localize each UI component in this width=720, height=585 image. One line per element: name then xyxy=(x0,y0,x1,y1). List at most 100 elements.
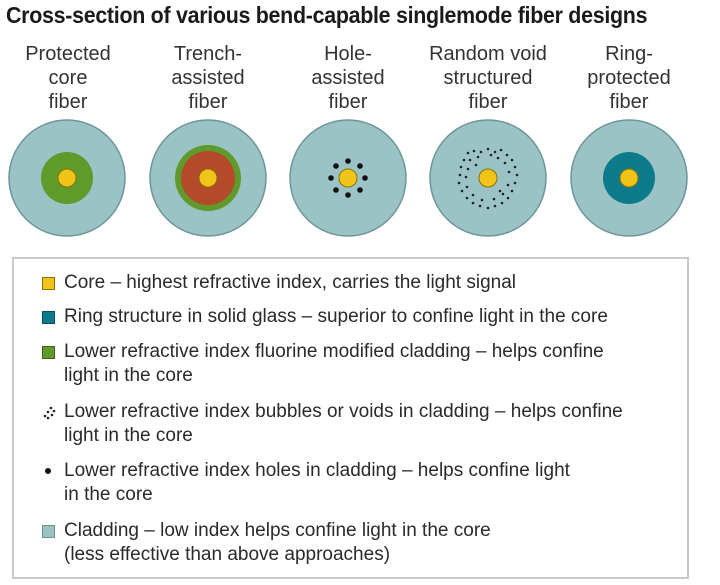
cladding-swatch-icon xyxy=(42,525,55,538)
void xyxy=(486,206,490,210)
void xyxy=(471,201,475,205)
void xyxy=(476,155,480,159)
fiber-label-line: Protected xyxy=(25,43,111,65)
fiber-label-line: fiber xyxy=(468,91,508,113)
fiber-label-line: Ring- xyxy=(605,43,653,65)
legend-text: Lower refractive index holes in cladding… xyxy=(64,460,570,481)
void xyxy=(468,158,472,162)
void xyxy=(513,165,517,169)
air-hole xyxy=(345,192,351,198)
void xyxy=(472,149,476,153)
void xyxy=(486,147,490,151)
void xyxy=(510,158,514,162)
void xyxy=(493,204,497,208)
void xyxy=(457,181,461,185)
core xyxy=(619,168,639,188)
void xyxy=(496,156,500,160)
air-holes xyxy=(328,158,368,198)
void xyxy=(513,181,517,185)
void xyxy=(506,196,510,200)
legend-text: Ring structure in solid glass – superior… xyxy=(64,306,608,327)
fiber-label-line: Hole- xyxy=(324,43,372,65)
void xyxy=(500,201,504,205)
core-swatch-icon xyxy=(42,277,55,290)
air-hole xyxy=(333,163,339,169)
core xyxy=(478,168,498,188)
void xyxy=(478,204,482,208)
void xyxy=(471,193,475,197)
fiber-trench-assisted xyxy=(149,119,267,237)
fiber-label-line: Trench- xyxy=(173,43,243,65)
fiber-label-line: assisted xyxy=(171,67,245,89)
fiber-label-hole-assisted: Hole- assisted fiber xyxy=(278,42,418,114)
void xyxy=(507,170,511,174)
void xyxy=(498,189,502,193)
void xyxy=(480,198,484,202)
void xyxy=(466,151,470,155)
fiber-label-line: structured xyxy=(443,67,533,89)
void xyxy=(515,173,519,177)
air-hole xyxy=(362,175,368,181)
fiber-cross-sections xyxy=(8,119,688,237)
void xyxy=(505,153,509,157)
legend-item-voids: Lower refractive index bubbles or voids … xyxy=(42,400,623,448)
void xyxy=(501,192,505,196)
void xyxy=(462,158,466,162)
fluorine-swatch-icon xyxy=(42,346,55,359)
air-hole xyxy=(357,187,363,193)
legend-item-cladding: Cladding – low index helps confine light… xyxy=(42,519,491,567)
void xyxy=(493,150,497,154)
void xyxy=(464,175,468,179)
legend-text: light in the core xyxy=(64,425,193,446)
legend-text: (less effective than above approaches) xyxy=(64,544,391,565)
ring-swatch-icon xyxy=(42,311,55,324)
air-hole xyxy=(357,163,363,169)
air-hole xyxy=(345,158,351,164)
fiber-label-line: fiber xyxy=(328,91,368,113)
void xyxy=(510,189,514,193)
diagram-title: Cross-section of various bend-capable si… xyxy=(6,2,648,28)
core xyxy=(198,168,218,188)
void xyxy=(506,183,510,187)
fiber-label-line: core xyxy=(48,67,88,89)
fiber-protected-core xyxy=(8,119,126,237)
air-hole xyxy=(328,175,334,181)
legend-text: Lower refractive index fluorine modified… xyxy=(64,341,604,362)
void xyxy=(479,150,483,154)
legend-item-ring: Ring structure in solid glass – superior… xyxy=(42,305,608,329)
legend-text: Lower refractive index bubbles or voids … xyxy=(64,401,623,422)
fiber-label-random-void: Random void structured fiber xyxy=(418,42,558,114)
void xyxy=(503,161,507,165)
core xyxy=(338,168,358,188)
void xyxy=(492,197,496,201)
void xyxy=(465,185,469,189)
legend-item-core: Core – highest refractive index, carries… xyxy=(42,271,516,295)
fiber-ring-protected xyxy=(570,119,688,237)
fiber-label-line: Random void xyxy=(429,43,547,65)
fiber-label-line: protected xyxy=(587,67,671,89)
void xyxy=(459,165,463,169)
legend-item-holes: Lower refractive index holes in cladding… xyxy=(42,459,570,507)
fiber-label-trench-assisted: Trench- assisted fiber xyxy=(138,42,278,114)
fiber-label-line: fiber xyxy=(188,91,228,113)
fiber-label-ring-protected: Ring- protected fiber xyxy=(559,42,699,114)
legend-item-fluorine: Lower refractive index fluorine modified… xyxy=(42,340,604,388)
void xyxy=(458,173,462,177)
fiber-hole-assisted xyxy=(289,119,407,237)
fiber-label-protected-core: Protected core fiber xyxy=(0,42,138,114)
fiber-label-line: fiber xyxy=(609,91,649,113)
core xyxy=(57,168,77,188)
fiber-label-line: assisted xyxy=(311,67,385,89)
voids-swatch-icon xyxy=(43,406,56,420)
void xyxy=(474,163,478,167)
void xyxy=(489,153,493,157)
legend: Core – highest refractive index, carries… xyxy=(12,257,689,579)
void xyxy=(465,196,469,200)
fiber-random-void xyxy=(429,119,547,237)
void xyxy=(499,148,503,152)
random-voids xyxy=(457,147,519,210)
hole-swatch-icon xyxy=(45,468,51,474)
legend-text: Core – highest refractive index, carries… xyxy=(64,272,517,293)
fiber-label-line: fiber xyxy=(48,91,88,113)
legend-text: in the core xyxy=(64,484,153,505)
